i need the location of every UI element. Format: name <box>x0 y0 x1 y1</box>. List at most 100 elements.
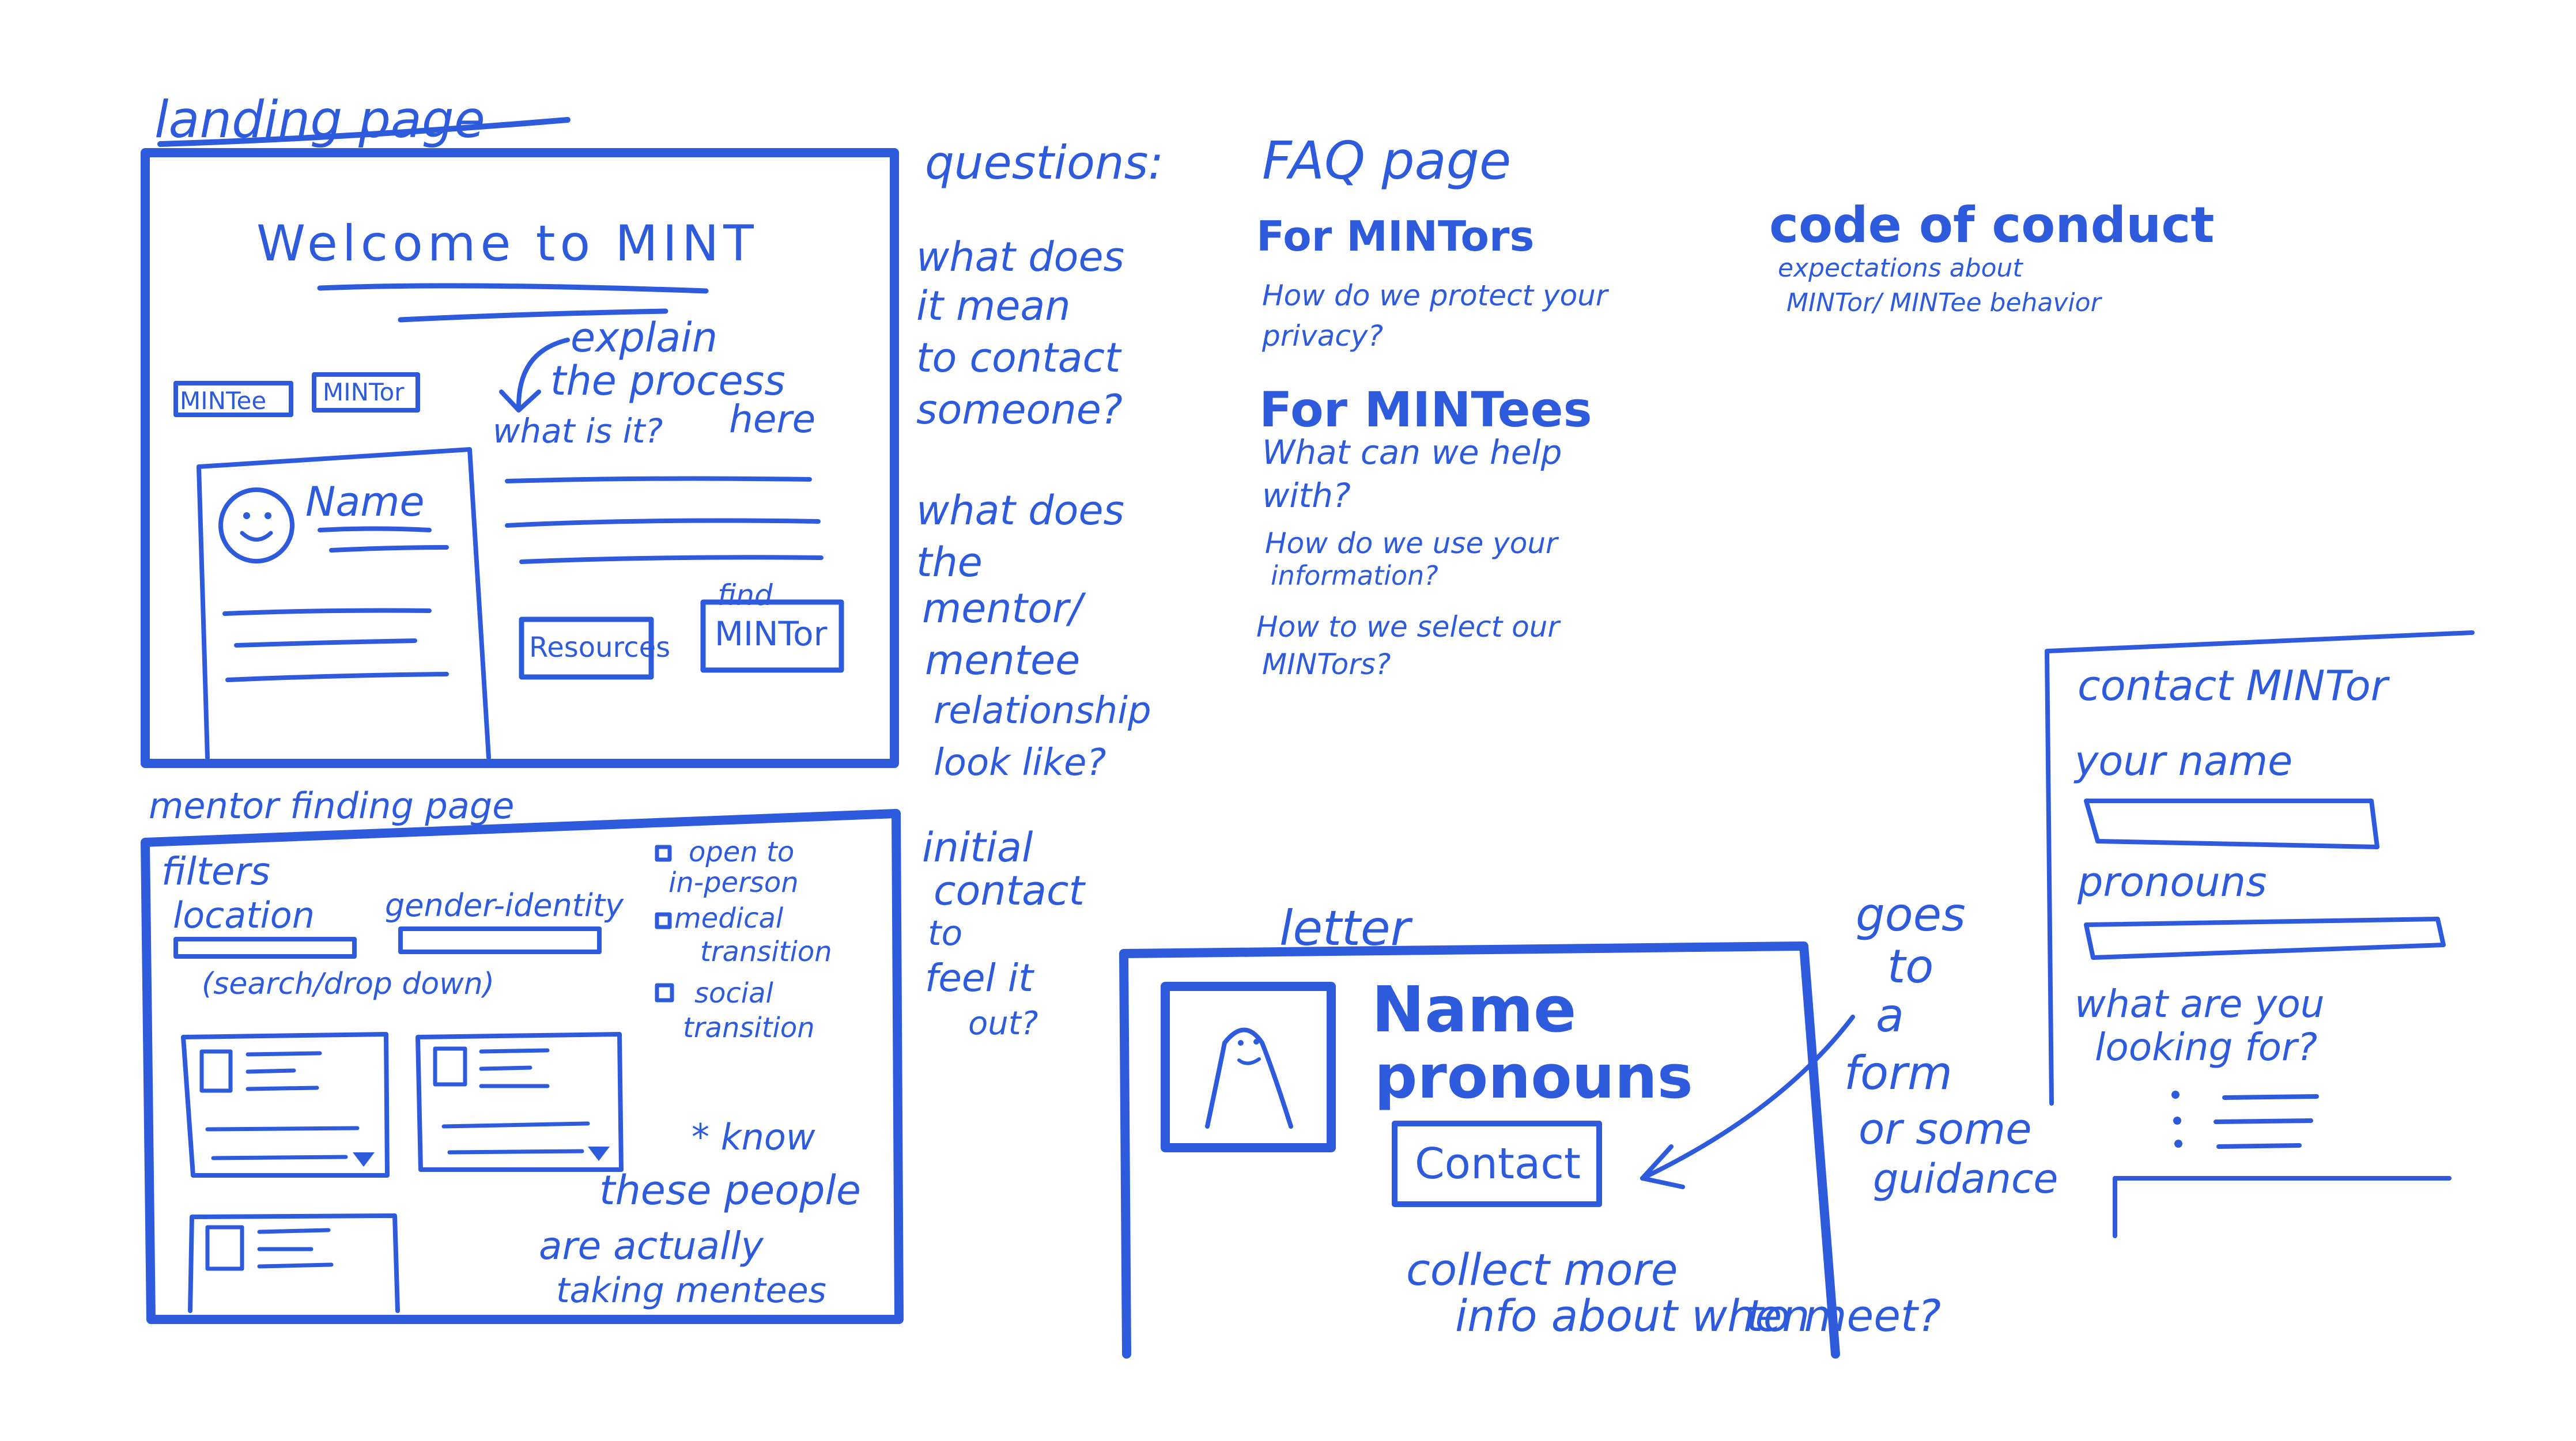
question-2-line-6: look like? <box>934 742 1106 784</box>
bullet-3 <box>2174 1140 2182 1148</box>
contact-looking-2: looking for? <box>2095 1025 2317 1069</box>
mentor-card-2-avatar-icon <box>433 1046 467 1087</box>
goes-line-1: goes <box>1856 888 1966 941</box>
question-2-line-5: relationship <box>934 690 1151 732</box>
faq-mintees-q1b: with? <box>1262 476 1351 515</box>
mentor-card-3-avatar-icon <box>205 1225 244 1271</box>
gender-label: gender-identity <box>385 887 624 924</box>
letter-avatar-eye-left <box>1238 1040 1244 1046</box>
explain-arrow-head <box>499 389 541 413</box>
question-1-line-2: it mean <box>916 282 1071 330</box>
check-1-line-2: in-person <box>668 867 799 899</box>
explain-note-3: here <box>729 397 815 441</box>
faq-mintors-q1: How do we protect your <box>1262 279 1610 312</box>
check-2-line-2: transition <box>700 936 832 968</box>
profile-card-left <box>197 464 210 760</box>
your-name-input[interactable] <box>2084 799 2379 849</box>
location-label: location <box>173 894 315 936</box>
landing-title-underline <box>157 117 571 147</box>
resources-button-label: Resources <box>529 631 670 664</box>
right-text-line-1 <box>505 476 812 483</box>
letter-wireframe: letter Name pronouns Contact collect mor… <box>1119 888 2058 1359</box>
goes-line-6: guidance <box>1873 1155 2058 1202</box>
conduct-title: code of conduct <box>1769 196 2215 254</box>
faq-mintees-q1: What can we help <box>1262 433 1562 472</box>
looking-list-lines <box>2214 1094 2319 1149</box>
question-1-line-1: what does <box>916 233 1124 281</box>
faq-mintors-heading: For MINTors <box>1256 212 1534 260</box>
finder-note-1: * know <box>692 1116 815 1158</box>
collect-line-2: info about when <box>1455 1290 1810 1341</box>
checkbox-medical-transition[interactable] <box>655 912 672 929</box>
landing-frame <box>141 148 899 768</box>
conduct-subtitle-2: MINTor/ MINTee behavior <box>1786 288 2103 317</box>
finder-title: mentor finding page <box>149 785 514 827</box>
mentor-card-3[interactable] <box>188 1213 400 1313</box>
card-text-line-1 <box>222 608 432 616</box>
letter-avatar-eye-right <box>1253 1039 1259 1045</box>
letter-name: Name <box>1372 973 1577 1046</box>
name-line-2 <box>329 545 449 553</box>
find-label: find <box>717 578 773 612</box>
goes-arrow-head <box>1640 1144 1685 1189</box>
question-2-line-2: the <box>916 539 983 586</box>
finder-note-3: are actually <box>539 1224 764 1268</box>
letter-avatar-smile <box>1237 1057 1261 1065</box>
question-3-line-3: to <box>928 913 962 954</box>
landing-page-wireframe: landing page Welcome to MINT MINTee MINT… <box>141 90 899 768</box>
bullet-2 <box>2173 1117 2181 1125</box>
check-3-line-2: transition <box>683 1012 815 1044</box>
contact-your-name-label: your name <box>2073 737 2292 785</box>
right-text-line-2 <box>505 518 821 528</box>
location-filter-input[interactable] <box>173 937 357 959</box>
mentor-finding-wireframe: mentor finding page filters location gen… <box>141 785 904 1324</box>
faq-mintees-q2: How do we use your <box>1265 527 1559 560</box>
gender-filter-input[interactable] <box>398 926 602 954</box>
tab-mintee-label: MINTee <box>180 387 266 415</box>
welcome-heading: Welcome to MINT <box>256 215 758 273</box>
goes-line-4: form <box>1844 1046 1952 1100</box>
contact-button-label: Contact <box>1415 1139 1581 1189</box>
check-3-line-1: social <box>694 977 774 1009</box>
contact-pronouns-label: pronouns <box>2077 858 2267 906</box>
explain-note-2: the process <box>550 357 785 404</box>
looking-textarea[interactable] <box>2113 1176 2452 1238</box>
explain-note-1: explain <box>571 314 717 361</box>
faq-mintees-heading: For MINTees <box>1259 381 1592 438</box>
code-of-conduct-notes: code of conduct expectations about MINTo… <box>1769 196 2215 317</box>
tab-mintor[interactable] <box>312 372 420 413</box>
faq-page-notes: FAQ page For MINTors How do we protect y… <box>1256 131 1610 681</box>
question-2-line-3: mentor/ <box>922 585 1086 632</box>
explain-arrow <box>516 338 570 409</box>
welcome-underline-1 <box>317 283 709 294</box>
check-2-line-1: medical <box>674 902 784 935</box>
question-2-line-4: mentee <box>925 637 1080 684</box>
contact-button[interactable] <box>1392 1121 1602 1207</box>
find-mintor-button[interactable] <box>700 599 844 673</box>
what-is-it-note: what is it? <box>493 411 663 451</box>
contact-form-frame <box>2045 630 2475 1106</box>
right-text-line-3 <box>519 555 824 564</box>
contact-looking-1: what are you <box>2075 982 2325 1026</box>
checkbox-social-transition[interactable] <box>655 983 674 1003</box>
question-1-line-4: someone? <box>916 386 1123 433</box>
questions-notes: questions: what does it mean to contact … <box>916 136 1164 1042</box>
tab-mintor-label: MINTor <box>323 378 405 406</box>
avatar-eye-right <box>265 512 271 519</box>
avatar <box>218 487 294 563</box>
resources-button[interactable] <box>519 617 654 680</box>
pronouns-input[interactable] <box>2084 917 2446 960</box>
letter-avatar-frame <box>1161 982 1336 1152</box>
checkbox-in-person[interactable] <box>655 845 672 862</box>
profile-card-border <box>197 447 491 760</box>
question-1-line-3: to contact <box>916 334 1122 381</box>
card-text-line-2 <box>234 638 417 648</box>
contact-mintor-wireframe: contact MINTor your name pronouns what a… <box>2045 630 2475 1238</box>
tab-mintee[interactable] <box>173 381 293 417</box>
mentor-card-1[interactable] <box>181 1032 390 1178</box>
faq-title: FAQ page <box>1262 131 1511 191</box>
mentor-card-2[interactable] <box>416 1032 624 1172</box>
avatar-smile <box>240 531 273 542</box>
goes-line-2: to <box>1887 940 1933 993</box>
